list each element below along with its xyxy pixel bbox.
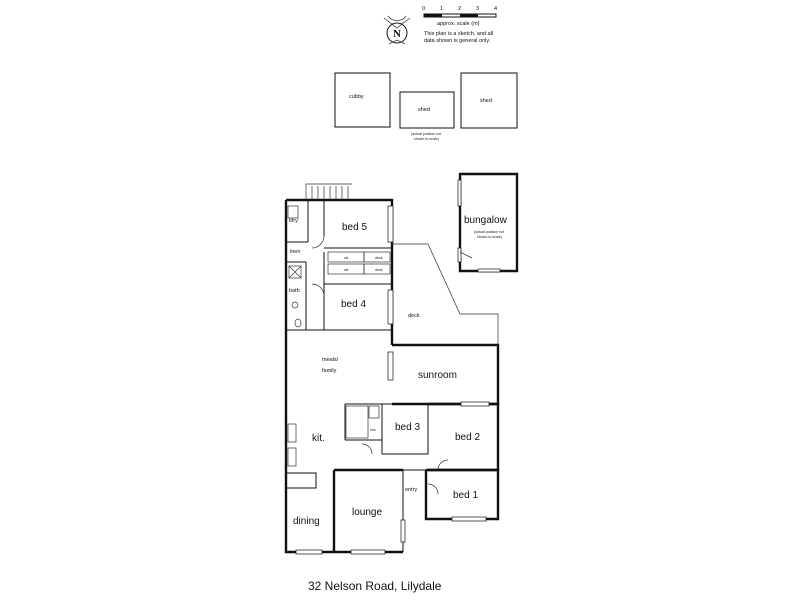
- scale-tick-4: 4: [494, 6, 497, 12]
- shed-large-label: shed: [480, 98, 492, 104]
- scale-tick-0: 0: [422, 6, 425, 12]
- cubby-label: cubby: [349, 94, 364, 100]
- cubby-outbuilding: cubby: [334, 72, 391, 128]
- room-ens: ens: [370, 428, 376, 432]
- scale-bar: 0 1 2 3 4 approx. scale (m) This plan is…: [422, 6, 497, 44]
- north-arrow-icon: N: [383, 15, 411, 45]
- scale-tick-1: 1: [440, 6, 443, 12]
- scale-caption: approx. scale (m): [437, 21, 480, 27]
- room-bed1: bed 1: [453, 490, 478, 501]
- room-bath: bath: [289, 288, 300, 294]
- scale-tick-2: 2: [458, 6, 461, 12]
- room-kit: kit.: [312, 433, 325, 444]
- room-linen: lnen: [290, 249, 300, 255]
- room-ldry: ldry: [289, 218, 298, 224]
- scale-note-line1: This plan is a sketch, and all: [424, 31, 493, 37]
- room-lounge: lounge: [352, 507, 382, 518]
- room-meals-line2: family: [322, 368, 337, 374]
- room-meals-line1: meals/: [322, 357, 339, 363]
- bungalow-note-line2: shown to scale): [477, 235, 502, 239]
- room-desk-bottom: desk: [375, 268, 383, 272]
- room-entry: entry: [405, 487, 417, 493]
- bungalow-outbuilding: bungalow (actual position not shown to s…: [457, 172, 519, 273]
- scale-tick-3: 3: [476, 6, 479, 12]
- house-walls: [284, 183, 500, 555]
- scale-note-line2: data shown is general only.: [424, 38, 491, 44]
- bungalow-label: bungalow: [464, 215, 508, 226]
- room-wir-bottom: wir: [344, 268, 349, 272]
- room-sunroom: sunroom: [418, 370, 457, 381]
- shed-note-line2: shown to scale): [414, 137, 439, 141]
- compass-letter: N: [393, 28, 401, 40]
- room-desk-top: desk: [375, 256, 383, 260]
- room-wir-top: wir: [344, 256, 349, 260]
- room-bed2: bed 2: [455, 432, 480, 443]
- room-labels: ldry bed 5 lnen bath wir wir desk desk b…: [289, 218, 480, 527]
- shed-small-outbuilding: shed (actual position not shown to scale…: [399, 91, 455, 141]
- room-bed3: bed 3: [395, 422, 420, 433]
- room-bed5: bed 5: [342, 222, 367, 233]
- shed-note-line1: (actual position not: [411, 132, 441, 136]
- shed-large-outbuilding: shed: [460, 72, 518, 129]
- shed-small-label: shed: [418, 107, 430, 113]
- bungalow-note-line1: (actual position not: [474, 230, 504, 234]
- plan-title: 32 Nelson Road, Lilydale: [308, 579, 442, 593]
- room-bed4: bed 4: [341, 299, 366, 310]
- room-dining: dining: [293, 516, 320, 527]
- room-deck: deck: [408, 313, 420, 319]
